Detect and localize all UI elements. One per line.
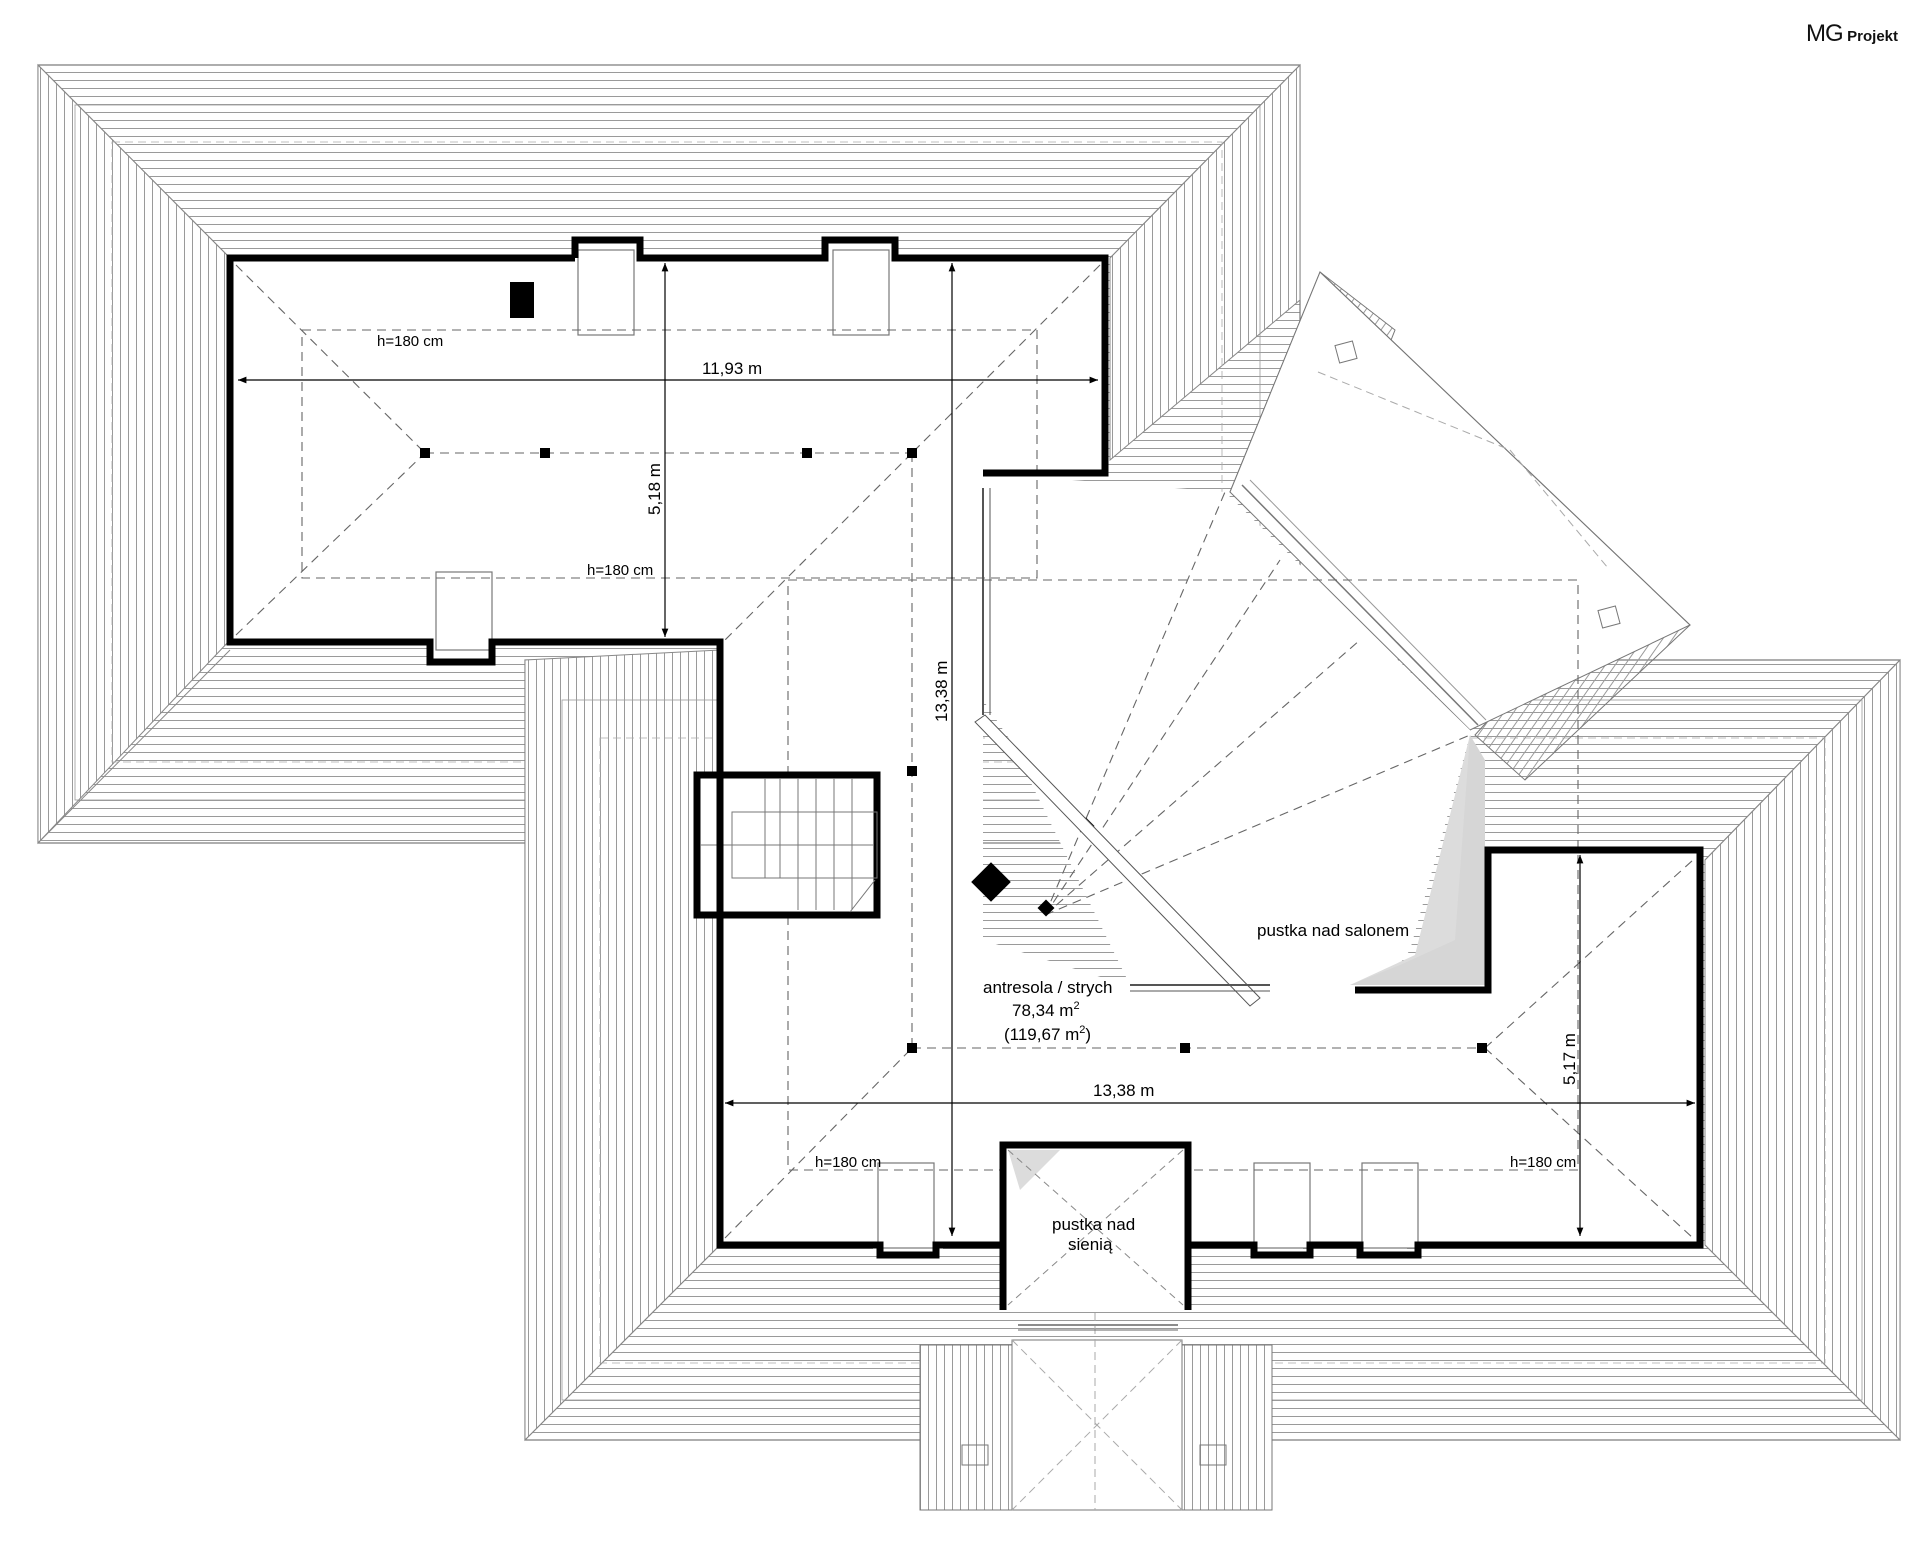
- chimney-icon: [510, 282, 534, 318]
- attic-walls: [226, 236, 1704, 1310]
- dimension-label: 5,18 m: [645, 463, 664, 515]
- void-hall-label: sienią: [1068, 1235, 1113, 1254]
- roof-front-porch: [919, 1170, 1273, 1511]
- void-hall-label: pustka nad: [1052, 1215, 1135, 1234]
- skylight-icon: [1334, 340, 1358, 364]
- room-area: 78,34 m2: [1012, 1000, 1080, 1020]
- room-area-total: (119,67 m2): [1004, 1024, 1091, 1044]
- dimension-lines: [238, 263, 1695, 1236]
- bay-window-wall: [974, 488, 1270, 1007]
- chimney-icon: [971, 862, 1011, 902]
- dimension-label: 5,17 m: [1560, 1033, 1579, 1085]
- void-living-label: pustka nad salonem: [1257, 921, 1409, 940]
- dimension-label: 13,38 m: [1093, 1081, 1154, 1100]
- skylight-icon: [1199, 1444, 1227, 1466]
- skylight-icon: [1597, 605, 1621, 629]
- height-label: h=180 cm: [587, 562, 653, 579]
- dormers: [435, 249, 1419, 1249]
- roof-bay-wing: [1229, 271, 1691, 781]
- dimension-label: 11,93 m: [702, 359, 762, 378]
- dimension-label: 13,38 m: [932, 661, 951, 722]
- attic-floor: [230, 240, 1700, 1255]
- staircase: [693, 771, 881, 919]
- height-label: h=180 cm: [815, 1154, 881, 1171]
- height-label: h=180 cm: [377, 333, 443, 350]
- skylight-icon: [961, 1444, 989, 1466]
- void-over-hall: [1003, 1145, 1188, 1331]
- brand-logo: MG Projekt: [1806, 20, 1898, 47]
- height-label: h=180 cm: [1510, 1154, 1576, 1171]
- room-name: antresola / strych: [983, 978, 1112, 997]
